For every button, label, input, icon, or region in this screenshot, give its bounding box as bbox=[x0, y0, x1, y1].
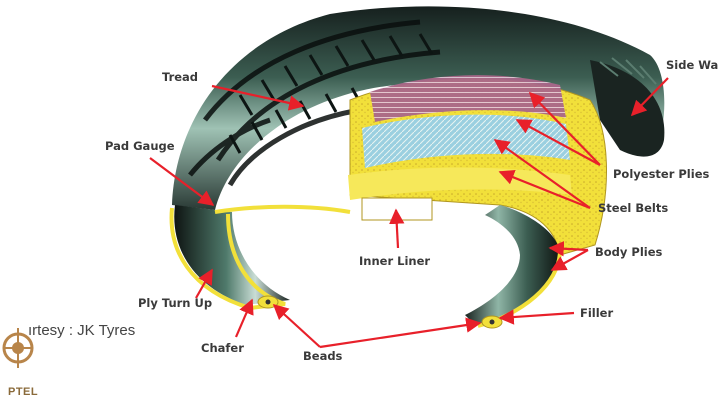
label-steel-belts: Steel Belts bbox=[598, 201, 668, 215]
left-sidewall bbox=[174, 205, 290, 305]
label-side-wall: Side Wa bbox=[666, 58, 718, 72]
label-pad-gauge: Pad Gauge bbox=[105, 139, 175, 153]
label-body-plies: Body Plies bbox=[595, 245, 662, 259]
logo-text: PTEL bbox=[8, 386, 38, 398]
label-tread: Tread bbox=[162, 70, 198, 84]
label-beads: Beads bbox=[303, 349, 342, 363]
label-polyester-plies: Polyester Plies bbox=[613, 167, 709, 181]
label-chafer: Chafer bbox=[201, 341, 244, 355]
image-credit: ırtesy : JK Tyres bbox=[28, 322, 135, 339]
label-ply-turn-up: Ply Turn Up bbox=[138, 296, 212, 310]
left-inner-arc bbox=[215, 207, 350, 212]
label-inner-liner: Inner Liner bbox=[359, 254, 430, 268]
label-filler: Filler bbox=[580, 306, 613, 320]
